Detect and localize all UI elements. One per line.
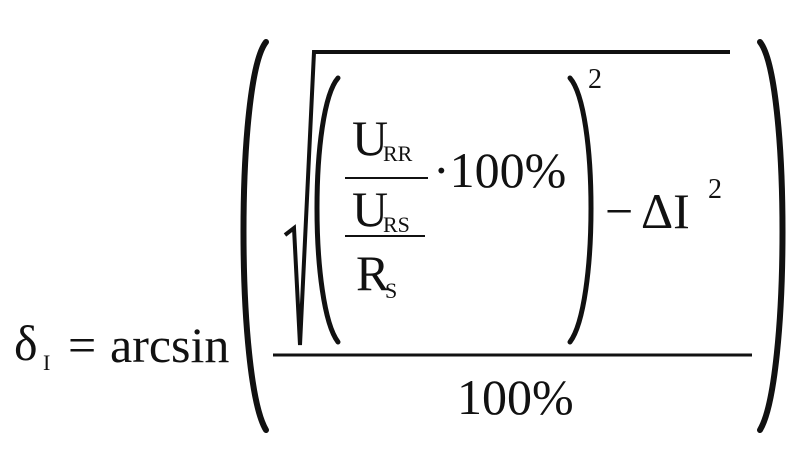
outer-left-parenthesis: [240, 39, 269, 433]
delta-i-power: 2: [708, 174, 722, 205]
inner-right-parenthesis: [567, 75, 594, 345]
urr-subscript: RR: [383, 141, 413, 166]
multiplier-100-percent: ·100%: [433, 142, 567, 198]
urr-main: U: [352, 110, 389, 166]
urs-main: U: [352, 181, 389, 237]
arcsin-function: arcsin: [110, 317, 230, 373]
rs-subscript: S: [385, 278, 398, 303]
lhs-delta: δ: [14, 315, 38, 371]
urs-subscript: RS: [383, 212, 410, 237]
divisor-100-percent: 100%: [457, 369, 574, 425]
delta-i-symbol: ΔI: [641, 183, 690, 239]
outer-power: 2: [588, 64, 602, 95]
minus-operator: −: [605, 183, 634, 239]
rs-main: R: [356, 245, 390, 301]
equals-sign: =: [68, 317, 97, 373]
lhs-subscript: I: [43, 350, 51, 375]
outer-right-parenthesis: [757, 39, 786, 433]
inner-left-parenthesis: [314, 75, 341, 345]
